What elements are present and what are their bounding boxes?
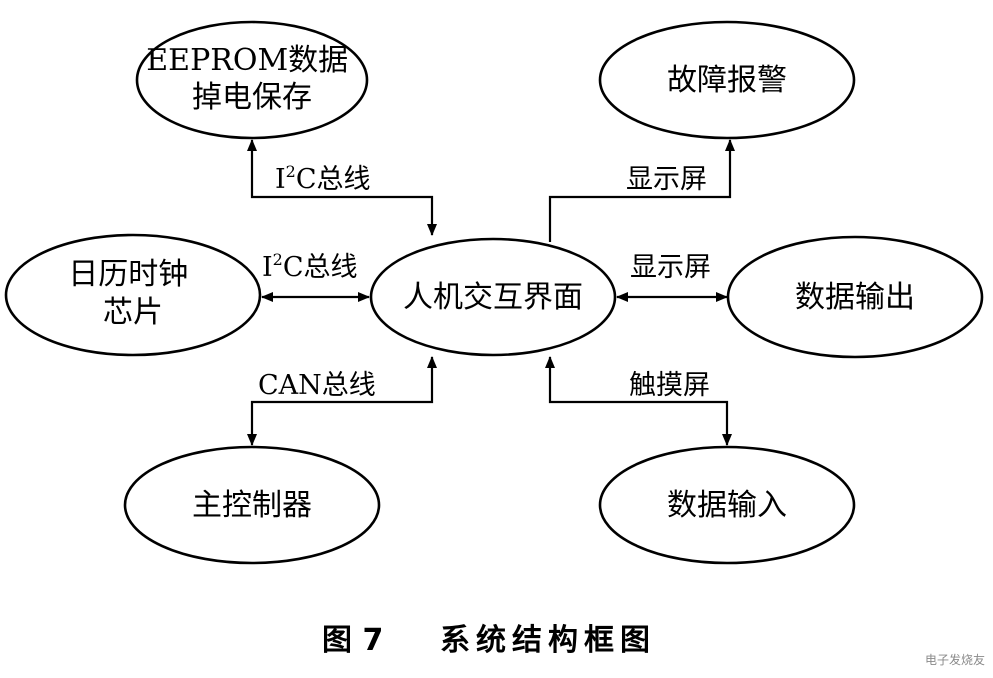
fault-alarm-label: 故障报警 bbox=[667, 63, 787, 98]
eeprom-label-line1: EEPROM数据 bbox=[146, 43, 348, 78]
svg-text:日历时钟 芯片: 日历时钟 芯片 bbox=[68, 257, 198, 330]
i2c-left-suffix: C总线 bbox=[283, 252, 358, 283]
display-label-right: 显示屏 bbox=[630, 252, 711, 283]
can-bus-label: CAN总线 bbox=[258, 370, 376, 401]
i2c-top-superscript: 2 bbox=[286, 162, 296, 181]
i2c-left-superscript: 2 bbox=[273, 250, 283, 269]
clock-chip-label-line2: 芯片 bbox=[103, 295, 163, 330]
data-input-label: 数据输入 bbox=[667, 488, 787, 523]
figure-title: 系统结构框图 bbox=[440, 623, 656, 658]
i2c-top-suffix: C总线 bbox=[296, 164, 371, 195]
touchscreen-label: 触摸屏 bbox=[629, 370, 710, 401]
eeprom-i2c-connector bbox=[247, 139, 437, 236]
data-output-node: 数据输出 bbox=[726, 235, 984, 359]
touchscreen-connector bbox=[545, 356, 732, 446]
figure-number: 图 7 bbox=[322, 623, 383, 658]
main-controller-node: 主控制器 bbox=[123, 445, 381, 565]
hmi-label: 人机交互界面 bbox=[403, 280, 583, 315]
watermark-logo: 电子发烧友 bbox=[925, 652, 985, 667]
eeprom-node: EEPROM数据 掉电保存 bbox=[135, 20, 369, 140]
data-input-node: 数据输入 bbox=[598, 445, 856, 565]
fault-alarm-node: 故障报警 bbox=[598, 20, 856, 140]
i2c-left-prefix: I bbox=[262, 252, 273, 283]
main-controller-label: 主控制器 bbox=[192, 488, 312, 523]
hmi-node: 人机交互界面 bbox=[369, 237, 617, 357]
data-output-label: 数据输出 bbox=[795, 280, 915, 315]
clock-chip-node: 日历时钟 芯片 bbox=[4, 233, 262, 357]
clock-chip-label-line1: 日历时钟 bbox=[68, 257, 188, 292]
display-fault-connector bbox=[548, 139, 735, 242]
i2c-top-prefix: I bbox=[275, 164, 286, 195]
i2c-bus-label-top: I2C总线 bbox=[275, 162, 371, 195]
eeprom-label-line2: 掉电保存 bbox=[192, 80, 312, 115]
can-bus-connector bbox=[247, 356, 437, 446]
display-label-top: 显示屏 bbox=[626, 164, 707, 195]
i2c-bus-label-left: I2C总线 bbox=[262, 250, 358, 283]
svg-text:EEPROM数据 掉电保存: EEPROM数据 掉电保存 bbox=[146, 43, 357, 115]
